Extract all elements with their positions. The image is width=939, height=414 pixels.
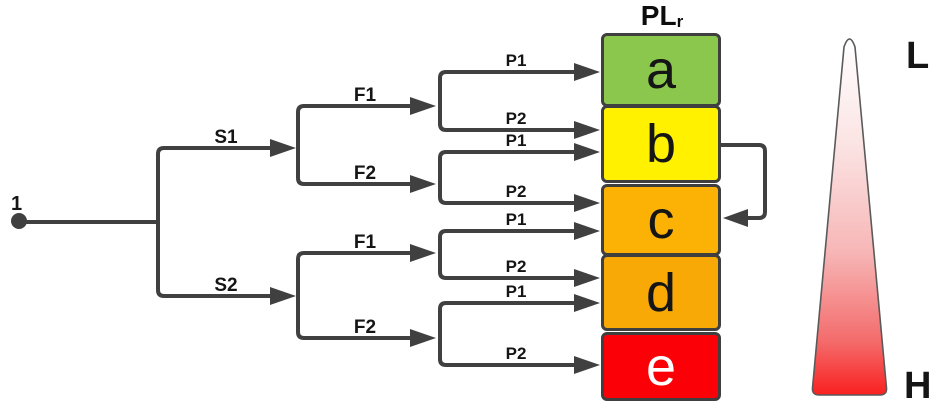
branch-label-p2-d: P2 bbox=[505, 257, 527, 276]
plr-box-a-label: a bbox=[645, 40, 677, 100]
branch-label-p1-c: P1 bbox=[505, 210, 527, 229]
p1-c-arrowhead bbox=[574, 222, 600, 240]
s1-arrowhead bbox=[270, 139, 296, 157]
branch-label-p1-a: P1 bbox=[505, 51, 527, 70]
plr-box-c: c bbox=[601, 184, 721, 256]
plr-box-e: e bbox=[601, 332, 721, 401]
branch-label-s1: S1 bbox=[214, 127, 238, 148]
branch-label-p1-b: P1 bbox=[505, 131, 527, 150]
p1-d-arrowhead bbox=[574, 294, 600, 312]
branch-label-f1-upper: F1 bbox=[353, 85, 377, 106]
plr-box-b-label: b bbox=[645, 114, 677, 174]
p1-a-arrowhead bbox=[574, 63, 600, 81]
frequency-bracket-upper bbox=[296, 104, 412, 186]
tree-edges bbox=[20, 70, 767, 367]
branch-label-f2-upper: F2 bbox=[353, 163, 377, 184]
plr-box-a: a bbox=[601, 33, 721, 107]
probability-bracket-1 bbox=[438, 70, 576, 132]
branch-label-p2-c: P2 bbox=[505, 182, 527, 201]
branch-label-p1-d: P1 bbox=[505, 282, 527, 301]
feedback-loop-line bbox=[721, 143, 767, 220]
plr-box-e-label: e bbox=[645, 336, 677, 397]
branch-label-p2-b: P2 bbox=[505, 109, 527, 128]
s2-arrowhead bbox=[270, 287, 296, 305]
feedback-arrowhead bbox=[723, 209, 748, 227]
probability-bracket-3 bbox=[438, 229, 576, 280]
p2-e-arrowhead bbox=[574, 356, 600, 374]
f1-upper-arrowhead bbox=[410, 97, 436, 115]
f1-lower-arrowhead bbox=[410, 244, 436, 262]
severity-bracket bbox=[156, 146, 272, 298]
risk-scale-high-label: H bbox=[904, 365, 932, 407]
risk-scale-low-label: L bbox=[906, 35, 930, 77]
p2-c-arrowhead bbox=[574, 194, 600, 212]
p2-d-arrowhead bbox=[574, 269, 600, 287]
plr-box-c-label: c bbox=[647, 190, 675, 250]
plr-title-main: PL bbox=[640, 0, 677, 31]
frequency-bracket-lower bbox=[296, 251, 412, 340]
p1-b-arrowhead bbox=[574, 143, 600, 161]
risk-gradient-triangle bbox=[811, 38, 888, 396]
p2-b-arrowhead bbox=[574, 121, 600, 139]
f2-upper-arrowhead bbox=[410, 175, 436, 193]
start-node-dot bbox=[11, 213, 27, 229]
probability-bracket-2 bbox=[438, 150, 576, 205]
probability-bracket-4 bbox=[438, 301, 576, 367]
branch-label-f2-lower: F2 bbox=[353, 317, 377, 338]
f2-lower-arrowhead bbox=[410, 329, 436, 347]
branch-label-p2-e: P2 bbox=[505, 344, 527, 363]
plr-box-b: b bbox=[601, 105, 721, 183]
start-node-label: 1 bbox=[11, 193, 23, 215]
arrowheads bbox=[11, 63, 748, 374]
plr-box-d-label: d bbox=[645, 262, 677, 323]
plr-box-d: d bbox=[601, 254, 721, 331]
branch-label-s2: S2 bbox=[214, 275, 238, 296]
plr-title-subscript: r bbox=[676, 12, 684, 31]
branch-label-f1-lower: F1 bbox=[353, 232, 377, 253]
